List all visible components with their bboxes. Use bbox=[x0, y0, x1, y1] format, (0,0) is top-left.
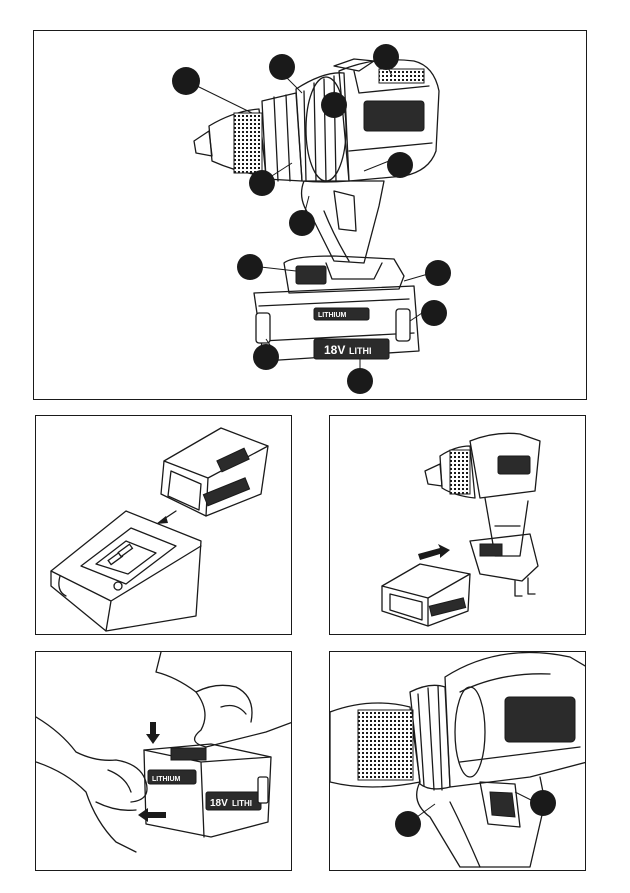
figure-battery-charger bbox=[35, 415, 292, 635]
battery-pack-in-hand: LITHIUM 18V LITHI bbox=[144, 744, 271, 837]
callout-marker-11 bbox=[253, 344, 279, 370]
callout-marker-b bbox=[530, 790, 556, 816]
closeup-callouts bbox=[395, 790, 556, 837]
callout-marker-4 bbox=[373, 44, 399, 70]
callout-marker-10 bbox=[421, 300, 447, 326]
callout-marker-5 bbox=[387, 152, 413, 178]
down-arrow bbox=[146, 722, 160, 744]
battery-label-text-2: LITHIUM bbox=[152, 776, 181, 783]
drill-overview-drawing: 18V LITHI LITHIUM bbox=[34, 31, 587, 400]
callout-group bbox=[172, 44, 451, 394]
battery-chemistry-text-2: LITHI bbox=[232, 799, 252, 808]
handle-closeup bbox=[417, 777, 545, 867]
chuck bbox=[194, 93, 302, 181]
pull-arrow bbox=[138, 808, 166, 822]
callout-marker-6 bbox=[249, 170, 275, 196]
motor-housing bbox=[334, 59, 439, 181]
callout-marker-1 bbox=[172, 67, 200, 95]
battery-voltage-text: 18V bbox=[324, 343, 345, 357]
drill-closeup-drawing bbox=[330, 652, 586, 871]
battery-pack: 18V LITHI LITHIUM bbox=[254, 256, 419, 361]
battery-voltage-text-2: 18V bbox=[210, 798, 228, 809]
slide-arrow bbox=[418, 544, 450, 560]
callout-marker-8 bbox=[237, 254, 263, 280]
charger-base bbox=[51, 511, 201, 631]
figure-remove-battery: LITHIUM 18V LITHI bbox=[35, 651, 292, 871]
motor-housing-closeup bbox=[445, 653, 586, 788]
battery-charger-drawing bbox=[36, 416, 292, 635]
insert-arrow bbox=[156, 511, 176, 524]
lower-hand bbox=[36, 717, 147, 852]
battery-pack-loose bbox=[161, 428, 268, 516]
battery-chemistry-text: LITHI bbox=[349, 346, 372, 356]
battery-label-text: LITHIUM bbox=[318, 312, 347, 319]
figure-drill-overview: 18V LITHI LITHIUM bbox=[33, 30, 587, 400]
callout-marker-7 bbox=[289, 210, 315, 236]
remove-battery-drawing: LITHIUM 18V LITHI bbox=[36, 652, 292, 871]
attach-battery-drawing bbox=[330, 416, 586, 635]
upper-hand bbox=[156, 652, 292, 747]
handle bbox=[302, 181, 384, 279]
figure-attach-battery bbox=[329, 415, 586, 635]
callout-marker-2 bbox=[269, 54, 295, 80]
figure-drill-closeup bbox=[329, 651, 586, 871]
chuck-closeup bbox=[330, 685, 450, 790]
callout-marker-3 bbox=[321, 92, 347, 118]
callout-marker-12 bbox=[347, 368, 373, 394]
drill-body bbox=[425, 433, 540, 596]
battery-pack-insert bbox=[382, 564, 470, 626]
callout-marker-9 bbox=[425, 260, 451, 286]
callout-marker-a bbox=[395, 811, 421, 837]
